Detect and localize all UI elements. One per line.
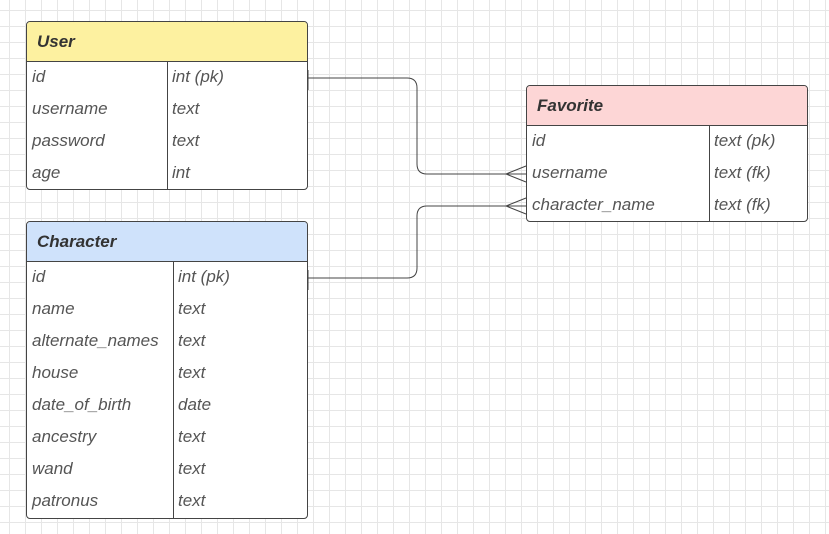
many-marker-favorite-username <box>504 165 527 183</box>
field-row[interactable]: id int (pk) <box>27 62 307 94</box>
field-name: house <box>32 363 79 382</box>
field-row[interactable]: id text (pk) <box>527 126 807 158</box>
field-name: id <box>32 67 46 86</box>
field-type: int (pk) <box>178 267 230 286</box>
field-type: text (fk) <box>714 163 771 182</box>
entity-user[interactable]: User id int (pk) username text password … <box>26 21 308 190</box>
entity-title: Character <box>27 222 307 262</box>
field-type: text <box>178 459 206 478</box>
entity-favorite[interactable]: Favorite id text (pk) username text (fk)… <box>526 85 808 222</box>
field-row[interactable]: patronus text <box>27 486 307 518</box>
field-name: id <box>32 267 46 286</box>
field-name: id <box>532 131 546 150</box>
field-type: text (pk) <box>714 131 776 150</box>
field-name: ancestry <box>32 427 97 446</box>
field-type: date <box>178 395 212 414</box>
field-type: int <box>172 163 190 182</box>
field-row[interactable]: house text <box>27 358 307 390</box>
entity-title: Favorite <box>527 86 807 126</box>
field-row[interactable]: ancestry text <box>27 422 307 454</box>
field-row[interactable]: password text <box>27 126 307 158</box>
field-row[interactable]: username text <box>27 94 307 126</box>
field-name: patronus <box>32 491 99 510</box>
connector-line-character-favorite <box>308 205 526 279</box>
field-type: text <box>178 427 206 446</box>
field-name: wand <box>32 459 73 478</box>
field-name: password <box>32 131 105 150</box>
column-divider <box>167 62 168 189</box>
entity-title: User <box>27 22 307 62</box>
relationship-character-favorite[interactable] <box>307 197 527 290</box>
field-name: username <box>32 99 108 118</box>
field-row[interactable]: id int (pk) <box>27 262 307 294</box>
field-row[interactable]: age int <box>27 158 307 189</box>
connector-line-user-favorite <box>308 77 526 175</box>
field-name: age <box>32 163 61 182</box>
field-row[interactable]: name text <box>27 294 307 326</box>
field-row[interactable]: username text (fk) <box>527 158 807 190</box>
field-row[interactable]: character_name text (fk) <box>527 190 807 221</box>
field-name: alternate_names <box>32 331 159 350</box>
field-row[interactable]: date_of_birth date <box>27 390 307 422</box>
field-type: text <box>178 363 206 382</box>
field-type: text <box>172 131 200 150</box>
column-divider <box>709 126 710 221</box>
column-divider <box>173 262 174 518</box>
field-name: name <box>32 299 75 318</box>
field-type: text <box>178 491 206 510</box>
field-type: text <box>178 299 206 318</box>
field-type: text (fk) <box>714 195 771 214</box>
relationship-user-favorite[interactable] <box>307 70 527 183</box>
field-row[interactable]: alternate_names text <box>27 326 307 358</box>
field-name: date_of_birth <box>32 395 132 414</box>
field-name: username <box>532 163 608 182</box>
field-name: character_name <box>532 195 655 214</box>
field-type: text <box>172 99 200 118</box>
field-type: text <box>178 331 206 350</box>
entity-character[interactable]: Character id int (pk) name text alternat… <box>26 221 308 519</box>
field-row[interactable]: wand text <box>27 454 307 486</box>
many-marker-favorite-character-name <box>504 197 527 215</box>
field-type: int (pk) <box>172 67 224 86</box>
